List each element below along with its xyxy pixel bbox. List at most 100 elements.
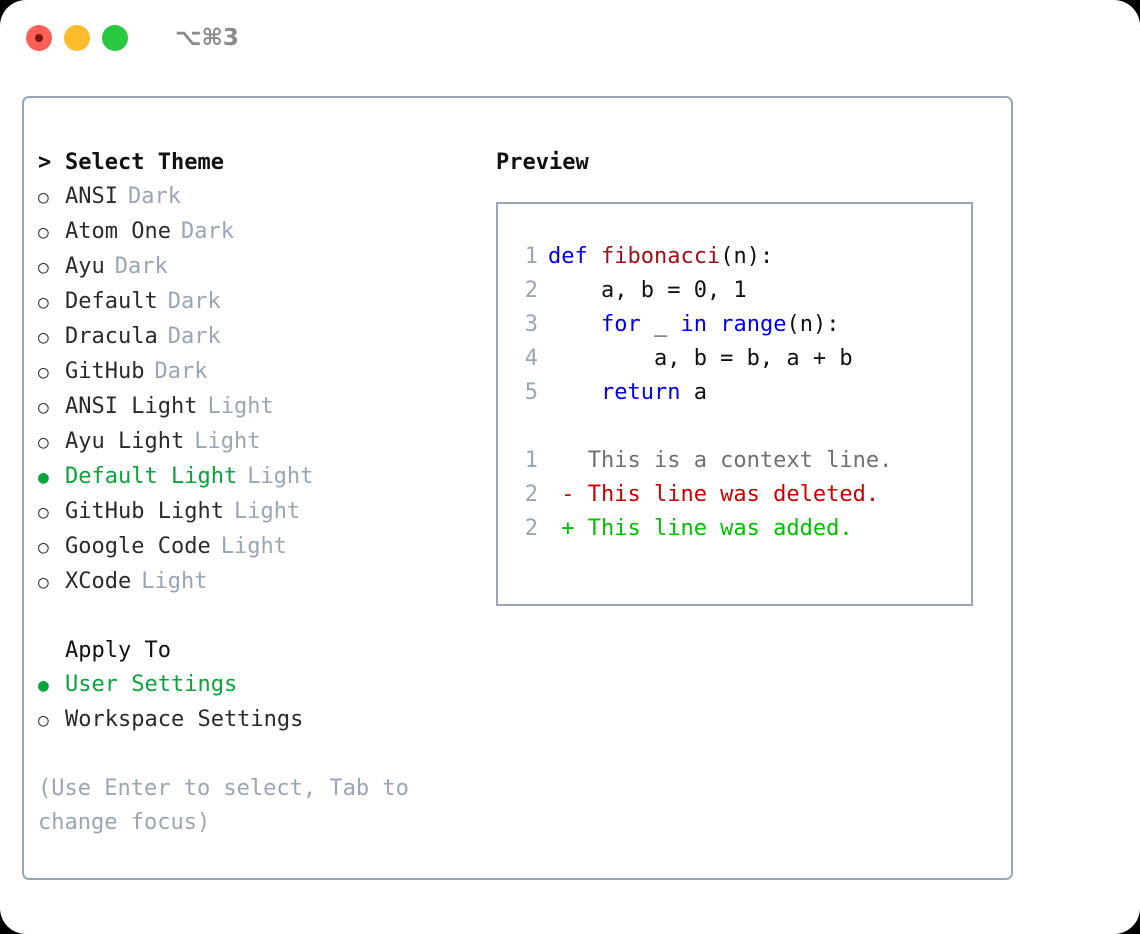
code-token: _ xyxy=(640,312,681,337)
keyboard-shortcut-label: ⌥⌘3 xyxy=(175,25,239,51)
code-token: (n): xyxy=(786,312,840,337)
line-number: 2 xyxy=(524,278,538,303)
theme-option[interactable]: ○ ANSI Dark xyxy=(38,180,493,215)
keyboard-hint: (Use Enter to select, Tab to change focu… xyxy=(38,776,423,835)
code-token: This is a context line. xyxy=(548,448,893,473)
radio-unselected-icon: ○ xyxy=(38,222,49,243)
theme-option[interactable]: ○ Atom One Dark xyxy=(38,215,493,250)
select-theme-header: >Select Theme xyxy=(38,146,493,180)
close-icon xyxy=(35,34,43,42)
theme-option[interactable]: ○ GitHub Light Light xyxy=(38,495,493,530)
code-token: fibonacci xyxy=(600,244,721,269)
theme-option-label: Atom One xyxy=(65,219,171,244)
line-number: 1 xyxy=(524,448,538,473)
theme-option[interactable]: ○ Google Code Light xyxy=(38,530,493,565)
line-number: 4 xyxy=(524,346,538,371)
theme-option-tag: Dark xyxy=(154,359,208,384)
radio-unselected-icon: ○ xyxy=(38,572,49,593)
theme-option-tag: Dark xyxy=(167,289,221,314)
theme-option-label: ANSI xyxy=(65,184,118,209)
zoom-window-button[interactable] xyxy=(102,25,128,51)
diff-line: 1 This is a context line. xyxy=(512,444,971,478)
code-token: for xyxy=(600,312,641,337)
radio-unselected-icon: ○ xyxy=(38,502,49,523)
code-token: a xyxy=(680,380,707,405)
theme-option[interactable]: ○ Dracula Dark xyxy=(38,320,493,355)
theme-option-label: XCode xyxy=(65,569,132,594)
title-bar: ⌥⌘3 xyxy=(0,0,1140,76)
minimize-window-button[interactable] xyxy=(64,25,90,51)
code-token: a, b = 0, 1 xyxy=(548,278,747,303)
line-number: 5 xyxy=(524,380,538,405)
apply-to-list: ● User Settings ○ Workspace Settings xyxy=(38,668,493,738)
code-token: (n): xyxy=(720,244,774,269)
select-theme-header-label: Select Theme xyxy=(65,150,224,175)
theme-option-tag: Dark xyxy=(180,219,234,244)
traffic-lights xyxy=(26,25,128,51)
code-token xyxy=(548,380,601,405)
radio-unselected-icon: ○ xyxy=(38,432,49,453)
code-token: in xyxy=(680,312,707,337)
radio-unselected-icon: ○ xyxy=(38,257,49,278)
radio-unselected-icon: ○ xyxy=(38,187,49,208)
close-window-button[interactable] xyxy=(26,25,52,51)
theme-option-tag: Light xyxy=(220,534,287,559)
theme-option-label: Google Code xyxy=(65,534,211,559)
theme-option-label: GitHub Light xyxy=(65,499,224,524)
radio-unselected-icon: ○ xyxy=(38,537,49,558)
code-token xyxy=(707,312,720,337)
diff-line: 2 - This line was deleted. xyxy=(512,478,971,512)
radio-unselected-icon: ○ xyxy=(38,397,49,418)
preview-title: Preview xyxy=(496,150,589,175)
code-token: - This line was deleted. xyxy=(548,482,880,507)
code-line: 3 for _ in range(n): xyxy=(512,308,971,342)
code-token xyxy=(548,312,601,337)
apply-to-option-label: User Settings xyxy=(65,672,238,697)
radio-unselected-icon: ○ xyxy=(38,292,49,313)
apply-to-option[interactable]: ● User Settings xyxy=(38,668,493,703)
theme-option-label: ANSI Light xyxy=(65,394,198,419)
theme-option-label: Ayu Light xyxy=(65,429,185,454)
theme-option[interactable]: ○ Ayu Light Light xyxy=(38,425,493,460)
radio-selected-icon: ● xyxy=(38,467,49,488)
code-line: 2 a, b = 0, 1 xyxy=(512,274,971,308)
theme-option[interactable]: ○ ANSI Light Light xyxy=(38,390,493,425)
radio-selected-icon: ● xyxy=(38,675,49,696)
theme-option-tag: Light xyxy=(194,429,261,454)
apply-to-option-label: Workspace Settings xyxy=(65,707,304,732)
radio-unselected-icon: ○ xyxy=(38,327,49,348)
code-diff-spacer xyxy=(512,410,971,444)
apply-to-option[interactable]: ○ Workspace Settings xyxy=(38,703,493,738)
code-line: 4 a, b = b, a + b xyxy=(512,342,971,376)
theme-option-tag: Light xyxy=(207,394,274,419)
apply-to-header: Apply To xyxy=(65,638,171,663)
radio-unselected-icon: ○ xyxy=(38,710,49,731)
code-line: 1 def fibonacci(n): xyxy=(512,240,971,274)
theme-option-tag: Light xyxy=(247,464,314,489)
list-spacer xyxy=(38,600,493,634)
theme-option-label: Ayu xyxy=(65,254,105,279)
theme-option-tag: Dark xyxy=(127,184,181,209)
line-number: 2 xyxy=(524,516,538,541)
code-token: range xyxy=(720,312,787,337)
code-token: + This line was added. xyxy=(548,516,853,541)
line-number: 1 xyxy=(524,244,538,269)
code-token: return xyxy=(600,380,681,405)
theme-option-label: Dracula xyxy=(65,324,158,349)
theme-option-tag: Dark xyxy=(167,324,221,349)
diff-sample: 1 This is a context line.2 - This line w… xyxy=(512,444,971,546)
theme-option-tag: Light xyxy=(233,499,301,524)
line-number: 3 xyxy=(524,312,538,337)
theme-option-label: GitHub xyxy=(65,359,145,384)
code-token: def xyxy=(548,244,601,269)
